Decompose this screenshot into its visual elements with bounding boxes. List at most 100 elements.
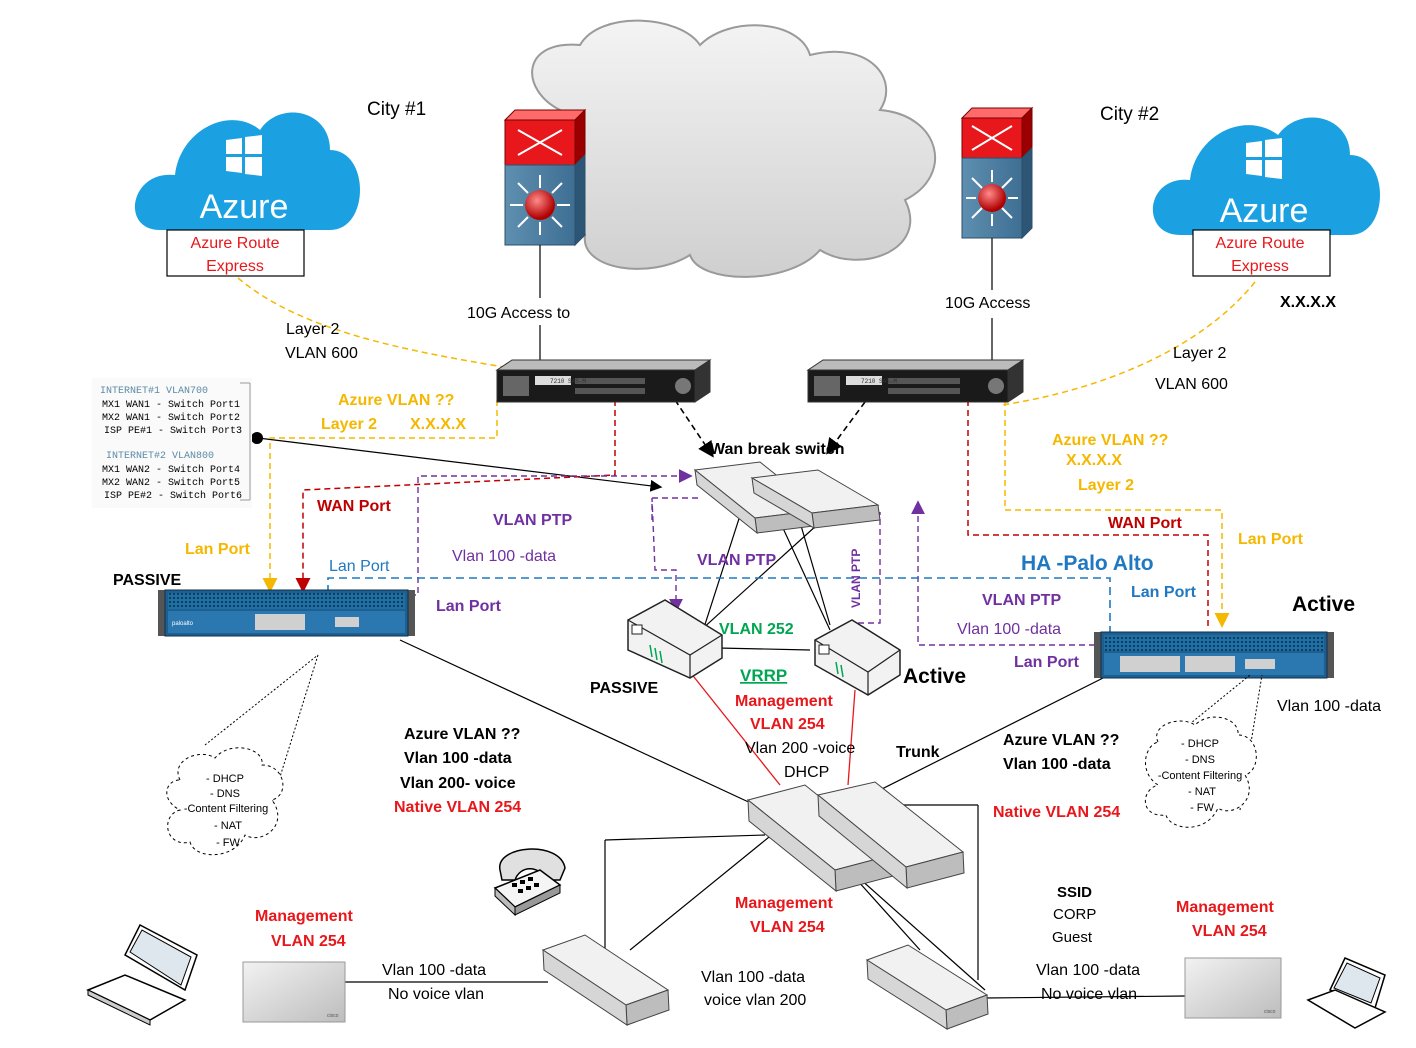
- vlan252-label: VLAN 252: [719, 621, 794, 638]
- wan-break-label: Wan break switch: [710, 441, 845, 458]
- access-switch-left: [541, 934, 670, 1026]
- isp-row: ISP PE#1 - Switch Port3: [104, 425, 242, 437]
- vrrp-label: VRRP: [740, 666, 787, 685]
- azure-logo-text: Azure: [1220, 192, 1309, 230]
- isp-junction-dot: [251, 432, 263, 444]
- router-passive: [627, 599, 723, 679]
- active-fw-label: Active: [1292, 593, 1355, 616]
- service-dns: - DNS: [1185, 754, 1215, 766]
- service-nat: - NAT: [214, 820, 242, 832]
- trunk-label: Trunk: [896, 744, 940, 761]
- solid-links: [257, 238, 1186, 999]
- layer2-label: Layer 2: [286, 321, 339, 338]
- ssid-label: SSID: [1057, 884, 1092, 901]
- mgmt-red-links: [689, 671, 856, 786]
- mgmt-vlan-label: VLAN 254: [750, 919, 825, 936]
- mgmt-label: Management: [255, 908, 353, 925]
- internet1-header: INTERNET#1 VLAN700: [100, 386, 208, 397]
- lan-port-orange-label: Lan Port: [1238, 531, 1304, 548]
- mgmt-label: Management: [735, 693, 833, 710]
- vlan-ptp-label: VLAN PTP: [493, 512, 572, 529]
- lan-port-blue-label: Lan Port: [329, 558, 390, 575]
- mgmt-label: Management: [1176, 899, 1274, 916]
- route-box-line2: Express: [206, 258, 264, 275]
- azure-logo-text: Azure: [200, 188, 289, 226]
- trunk-vlan-label: Azure VLAN ??: [1003, 732, 1119, 749]
- lan-port-orange-label: Lan Port: [185, 541, 251, 558]
- ssid-guest: Guest: [1052, 929, 1093, 946]
- ap-voice-label: No voice vlan: [1041, 986, 1137, 1003]
- access-router-right: 7210 SAS-M: [806, 359, 1025, 403]
- vlan600-label: VLAN 600: [1155, 376, 1228, 393]
- lan-port-blue-label: Lan Port: [1131, 584, 1197, 601]
- router-model-label: 7210 SAS-M: [550, 378, 586, 385]
- service-content-filtering: -Content Filtering: [1158, 770, 1242, 782]
- passive-router-label: PASSIVE: [590, 680, 659, 697]
- layer2-orange-label: Layer 2: [1078, 477, 1134, 494]
- services-callout-left: - DHCP - DNS -Content Filtering - NAT - …: [166, 654, 319, 856]
- dashed-black-links: [674, 399, 866, 458]
- lan-port-purple-label: Lan Port: [436, 598, 502, 615]
- vlan100-label: Vlan 100 -data: [957, 621, 1061, 638]
- trunk-vlan-label: Azure VLAN ??: [404, 726, 520, 743]
- vlan-ptp-vertical-label: VLAN PTP: [849, 549, 863, 608]
- service-fw: - FW: [216, 837, 240, 849]
- router-model-label: 7210 SAS-M: [861, 378, 897, 385]
- ap-vlan-label: Vlan 100 -data: [1036, 962, 1140, 979]
- internet2-header: INTERNET#2 VLAN800: [106, 451, 214, 462]
- city1-title: City #1: [367, 99, 426, 120]
- isp-row: MX2 WAN2 - Switch Port5: [102, 477, 240, 489]
- native-vlan-label: Native VLAN 254: [993, 804, 1120, 821]
- isp-row: MX2 WAN1 - Switch Port2: [102, 412, 240, 424]
- service-fw: - FW: [1190, 802, 1214, 814]
- route-box-line1: Azure Route: [191, 235, 280, 252]
- laptop-right: [1306, 957, 1387, 1029]
- voice-vlan-label: Vlan 200 -voice: [745, 740, 855, 757]
- vlan100-right-label: Vlan 100 -data: [1277, 698, 1381, 715]
- mgmt-vlan-label: VLAN 254: [271, 933, 346, 950]
- cisco-label: cisco: [1264, 1009, 1276, 1015]
- trunk-vlan-label: Vlan 100 -data: [1003, 756, 1111, 773]
- route-box-line1: Azure Route: [1216, 235, 1305, 252]
- vlan-ptp-label: VLAN PTP: [697, 552, 776, 569]
- azure-vlan-label: Azure VLAN ??: [1052, 432, 1168, 449]
- wan-break-switch: [693, 461, 881, 535]
- access-point-left: cisco: [242, 961, 346, 1023]
- isp-row: ISP PE#2 - Switch Port6: [104, 490, 242, 502]
- mgmt-label: Management: [735, 895, 833, 912]
- service-content-filtering: -Content Filtering: [184, 803, 268, 815]
- ptp-purple-dashed-links: [380, 469, 1095, 646]
- vlan600-label: VLAN 600: [285, 345, 358, 362]
- trunk-vlan-label: Vlan 100 -data: [404, 750, 512, 767]
- ip-placeholder-label: X.X.X.X: [1280, 294, 1336, 311]
- city2-labels: City #2 X.X.X.X Layer 2 VLAN 600 10G Acc…: [945, 104, 1381, 1003]
- palo-alto-firewall-passive: paloalto: [158, 589, 415, 637]
- access-sw-voice-label: voice vlan 200: [704, 992, 806, 1009]
- route-box-line2: Express: [1231, 258, 1289, 275]
- core-lan-switch-2: [816, 781, 965, 890]
- isp-port-table: INTERNET#1 VLAN700 MX1 WAN1 - Switch Por…: [92, 378, 252, 508]
- vlan100-label: Vlan 100 -data: [452, 548, 556, 565]
- windows-logo-left: [226, 135, 262, 176]
- service-dhcp: - DHCP: [206, 773, 244, 785]
- passive-fw-label: PASSIVE: [113, 572, 182, 589]
- ip-phone: [493, 848, 566, 917]
- lan-port-purple-label: Lan Port: [1014, 654, 1080, 671]
- service-nat: - NAT: [1188, 786, 1216, 798]
- access-sw-vlan-label: Vlan 100 -data: [701, 969, 805, 986]
- active-router-label: Active: [903, 665, 966, 688]
- access-label: 10G Access to: [467, 305, 570, 322]
- dhcp-label: DHCP: [784, 764, 829, 781]
- ip-placeholder-label: X.X.X.X: [1066, 452, 1122, 469]
- cisco-label: cisco: [327, 1013, 339, 1019]
- ap-vlan-label: Vlan 100 -data: [382, 962, 486, 979]
- azure-vlan-label: Azure VLAN ??: [338, 392, 454, 409]
- ap-voice-label: No voice vlan: [388, 986, 484, 1003]
- windows-logo-right: [1246, 138, 1282, 179]
- laptop-left: [86, 923, 198, 1026]
- layer2-label: Layer 2: [1173, 345, 1226, 362]
- orange-dashed-links: [237, 277, 1256, 628]
- native-vlan-label: Native VLAN 254: [394, 799, 521, 816]
- route-express-box-left: Azure Route Express: [166, 229, 305, 277]
